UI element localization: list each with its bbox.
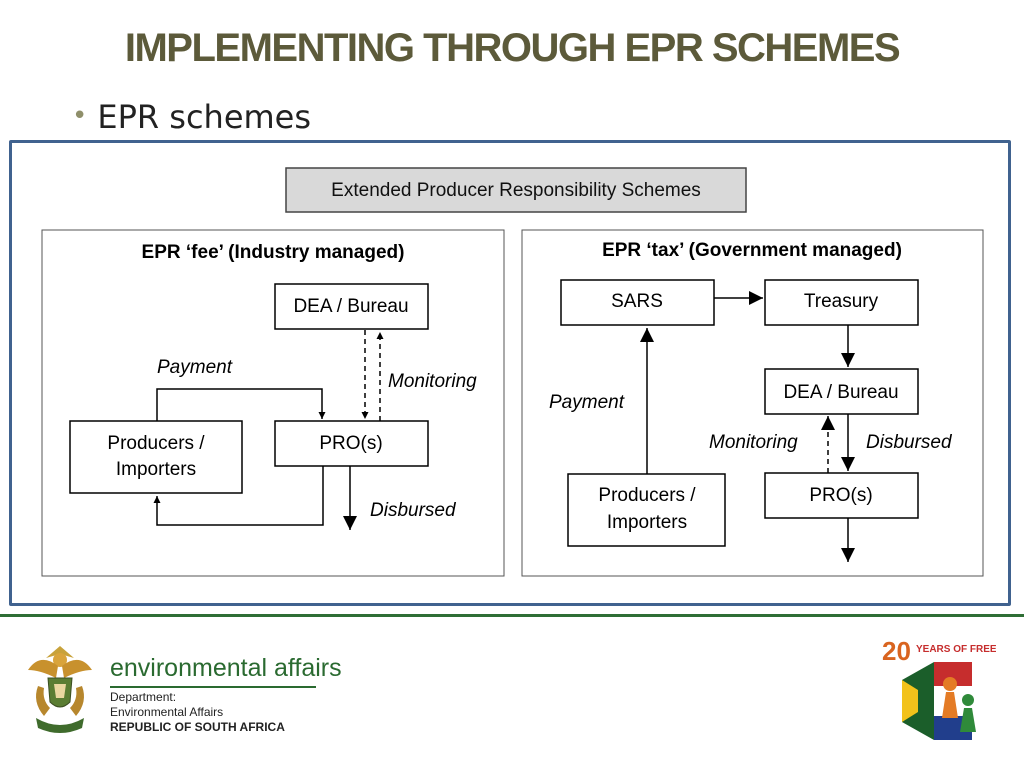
anniversary-number: 20	[882, 636, 911, 666]
footer-divider	[0, 614, 1024, 617]
diagram-header-box	[285, 167, 747, 213]
twenty-years-freedom-logo: 20 YEARS OF FREEDOM	[882, 636, 996, 740]
right-treasury-label: Treasury	[804, 291, 879, 312]
left-pro-label: PRO(s)	[319, 433, 382, 454]
left-producers-box	[69, 420, 243, 494]
bullet-item: • EPR schemes	[72, 98, 311, 136]
right-treasury-box	[764, 279, 919, 326]
org-name: environmental affairs	[110, 654, 342, 682]
bullet-dot-icon: •	[72, 101, 88, 131]
right-payment-label: Payment	[549, 392, 625, 413]
right-producers-line1: Producers /	[598, 485, 696, 506]
right-sars-label: SARS	[611, 291, 663, 312]
left-panel: EPR ‘fee’ (Industry managed) DEA / Burea…	[41, 229, 505, 577]
country-name: REPUBLIC OF SOUTH AFRICA	[110, 720, 285, 734]
bullet-text: EPR schemes	[97, 98, 312, 136]
left-return-arrow	[153, 466, 324, 526]
left-producers-line1: Producers /	[107, 433, 205, 454]
department-name: Environmental Affairs	[110, 705, 224, 719]
right-disbursed-label: Disbursed	[866, 432, 953, 453]
left-producers-line2: Importers	[116, 459, 196, 480]
left-dea-box	[274, 283, 429, 330]
diagram-header: Extended Producer Responsibility Schemes	[331, 180, 701, 201]
right-producers-line2: Importers	[607, 512, 687, 533]
left-dea-label: DEA / Bureau	[293, 296, 408, 317]
right-producers-box	[567, 473, 726, 547]
slide-title: IMPLEMENTING THROUGH EPR SCHEMES	[124, 26, 901, 70]
right-panel: EPR ‘tax’ (Government managed) SARS Trea…	[521, 229, 984, 577]
org-details: Department: Environmental Affairs REPUBL…	[110, 690, 285, 735]
right-pro-label: PRO(s)	[809, 485, 872, 506]
left-payment-arrow	[156, 388, 326, 421]
left-panel-title: EPR ‘fee’ (Industry managed)	[142, 242, 405, 263]
department-label: Department:	[110, 690, 177, 704]
left-payment-label: Payment	[157, 357, 233, 378]
coat-of-arms-logo	[28, 646, 92, 733]
org-name-underline	[110, 686, 316, 688]
right-dea-label: DEA / Bureau	[783, 382, 898, 403]
right-dea-box	[764, 368, 919, 415]
left-disbursed-label: Disbursed	[370, 500, 457, 521]
right-panel-title: EPR ‘tax’ (Government managed)	[602, 240, 902, 261]
anniversary-text: YEARS OF FREEDOM	[916, 644, 996, 655]
left-pro-box	[274, 420, 429, 467]
right-monitoring-label: Monitoring	[709, 432, 798, 453]
diagram-frame	[9, 140, 1011, 606]
right-pro-box	[764, 472, 919, 519]
left-panel-border	[41, 229, 505, 577]
left-monitoring-label: Monitoring	[388, 371, 477, 392]
right-sars-box	[560, 279, 715, 326]
